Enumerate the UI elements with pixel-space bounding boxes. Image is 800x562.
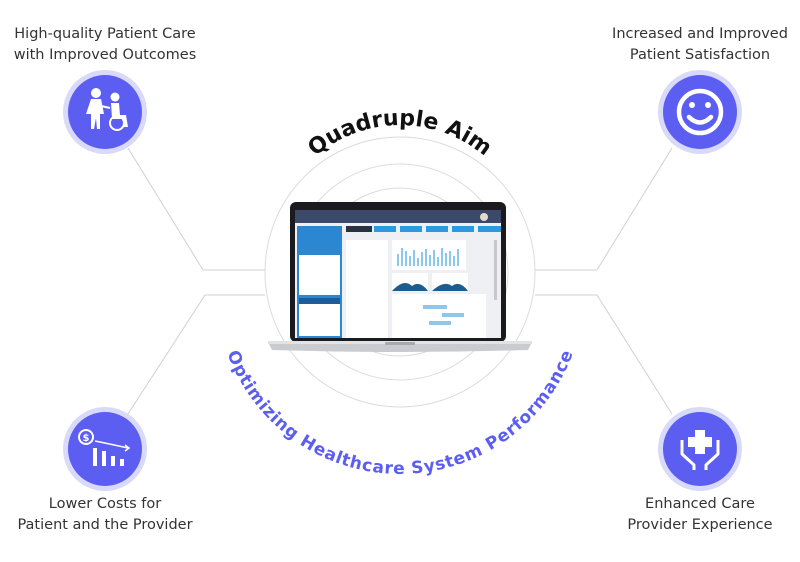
aim-label-line: with Improved Outcomes (13, 47, 197, 63)
cost-reduction-chart-icon: $ (78, 429, 131, 466)
aim-icon-circle-patient-care (63, 70, 147, 154)
aim-label-line: Increased and Improved (612, 26, 788, 42)
aim-label-patient-satisfaction: Increased and Improved Patient Satisfact… (590, 24, 800, 66)
aim-icon-circle-lower-costs: $ (63, 407, 147, 491)
diagram-title: Quadruple Aim (304, 106, 497, 161)
aim-label-line: High-quality Patient Care (14, 26, 196, 42)
laptop-dashboard-illustration (268, 202, 532, 352)
diagram-subtitle: Optimizing Healthcare System Performance (222, 348, 577, 479)
aim-icon-circle-provider-experience (658, 407, 742, 491)
caregiver-wheelchair-icon (86, 88, 128, 131)
aim-label-line: Patient Satisfaction (629, 47, 771, 63)
smiley-face-icon (676, 88, 724, 136)
svg-text:$: $ (83, 433, 90, 444)
connector-lines (127, 147, 673, 415)
aim-label-line: Provider Experience (627, 517, 773, 533)
aim-label-line: Patient and the Provider (17, 517, 193, 533)
aim-label-line: Enhanced Care (645, 496, 755, 512)
aim-label-lower-costs: Lower Costs for Patient and the Provider (0, 494, 215, 536)
aim-icon-circle-patient-satisfaction (658, 70, 742, 154)
hands-medical-cross-icon (680, 430, 720, 470)
aim-label-line: Lower Costs for (48, 496, 162, 512)
aim-label-provider-experience: Enhanced Care Provider Experience (590, 494, 800, 536)
aim-label-patient-care: High-quality Patient Care with Improved … (0, 24, 215, 66)
